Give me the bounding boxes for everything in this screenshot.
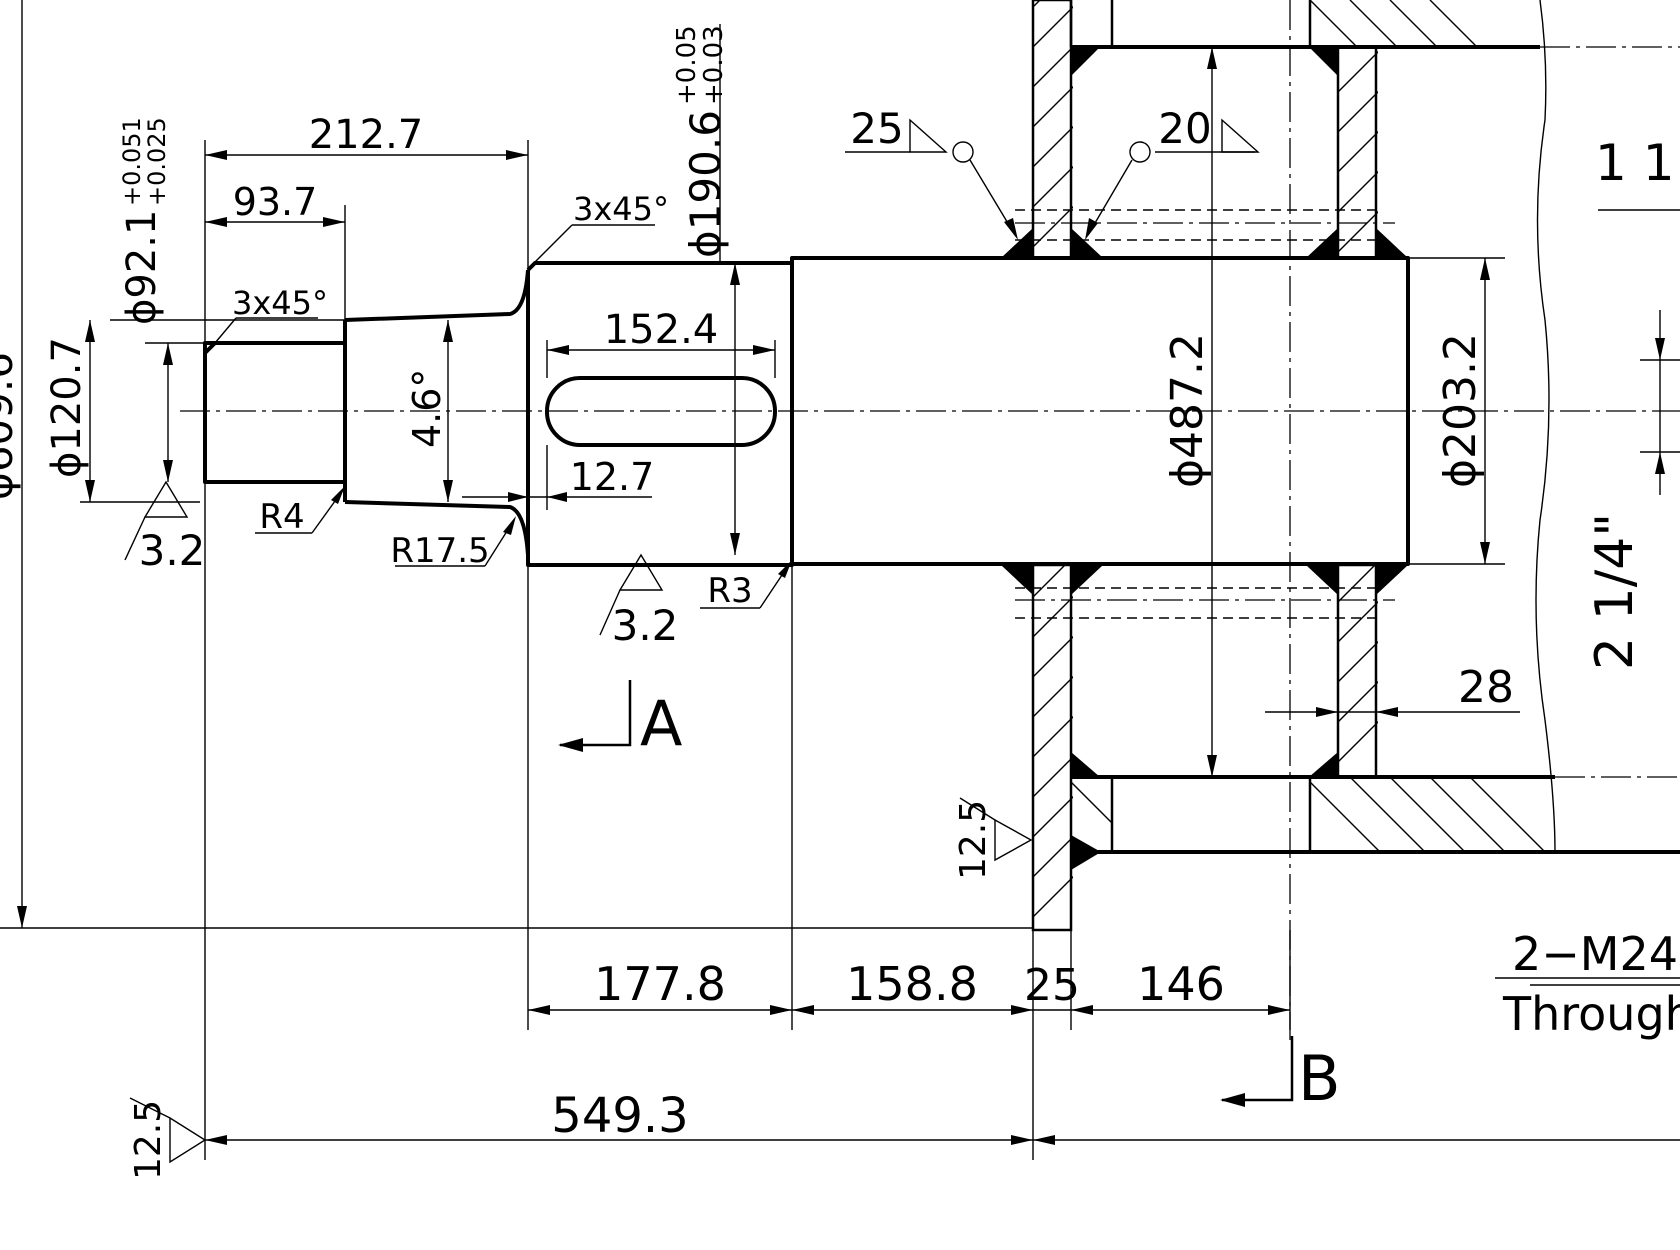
extension-lines: [0, 0, 1680, 1160]
dim-28: 28: [1458, 662, 1514, 713]
tol-190-6-upper: +0.05: [672, 25, 702, 105]
dim-25: 25: [1024, 960, 1080, 1011]
dim-93-7: 93.7: [233, 180, 318, 224]
dimension-lines: [17, 24, 1680, 1145]
dim-146: 146: [1137, 957, 1225, 1011]
hole-callout-note: Through: [1502, 987, 1680, 1041]
hole-callout: 2−M24: [1512, 927, 1678, 981]
surface-finish-3: 12.5: [953, 800, 994, 880]
surface-finish-4: 12.5: [128, 1100, 169, 1180]
weld-size-25: 25: [850, 104, 903, 153]
thread-size: 2 1/4": [1585, 513, 1645, 670]
section-markers: [558, 680, 1294, 1107]
surface-finish-1: 3.2: [139, 526, 206, 575]
section-label-b: B: [1298, 1042, 1341, 1115]
dimension-labels: 212.7 93.7 3x45° 3x45° ϕ92.1 +0.051 +0.0…: [0, 25, 1680, 1180]
dim-dia-190-6: ϕ190.6: [681, 110, 730, 258]
dim-158-8: 158.8: [846, 957, 978, 1011]
dim-177-8: 177.8: [594, 957, 726, 1011]
leaders: [214, 118, 1680, 979]
left-partial-dia: ϕ609.6: [0, 352, 22, 500]
section-label-a: A: [640, 687, 682, 760]
dim-taper: 4.6°: [405, 369, 449, 448]
dim-dia-120-7: ϕ120.7: [44, 337, 90, 478]
right-partial-label: 1 1: [1595, 134, 1675, 192]
center-lines: [180, 0, 1680, 1040]
surface-finish-symbols: [124, 480, 1033, 1164]
radius-r3: R3: [707, 571, 752, 611]
dim-549-3: 549.3: [551, 1088, 688, 1144]
tol-92-1-upper: +0.051: [118, 117, 146, 206]
dim-dia-203-2: ϕ203.2: [1435, 333, 1486, 488]
chamfer-label-2: 3x45°: [573, 190, 669, 228]
dim-152-4: 152.4: [604, 307, 719, 353]
dim-dia-487-2: ϕ487.2: [1162, 333, 1213, 488]
dim-212-7: 212.7: [309, 112, 424, 158]
tol-92-1-lower: +0.025: [143, 117, 171, 206]
radius-r4: R4: [259, 497, 304, 537]
weld-fillets: [1001, 47, 1408, 870]
radius-r17-5: R17.5: [390, 531, 489, 571]
chamfer-label-1: 3x45°: [232, 284, 328, 322]
surface-finish-2: 3.2: [612, 601, 679, 650]
tol-190-6-lower: +0.03: [699, 25, 729, 105]
dim-12-7: 12.7: [570, 455, 655, 499]
weld-size-20: 20: [1158, 104, 1211, 153]
dim-dia-92-1: ϕ92.1: [119, 210, 165, 325]
